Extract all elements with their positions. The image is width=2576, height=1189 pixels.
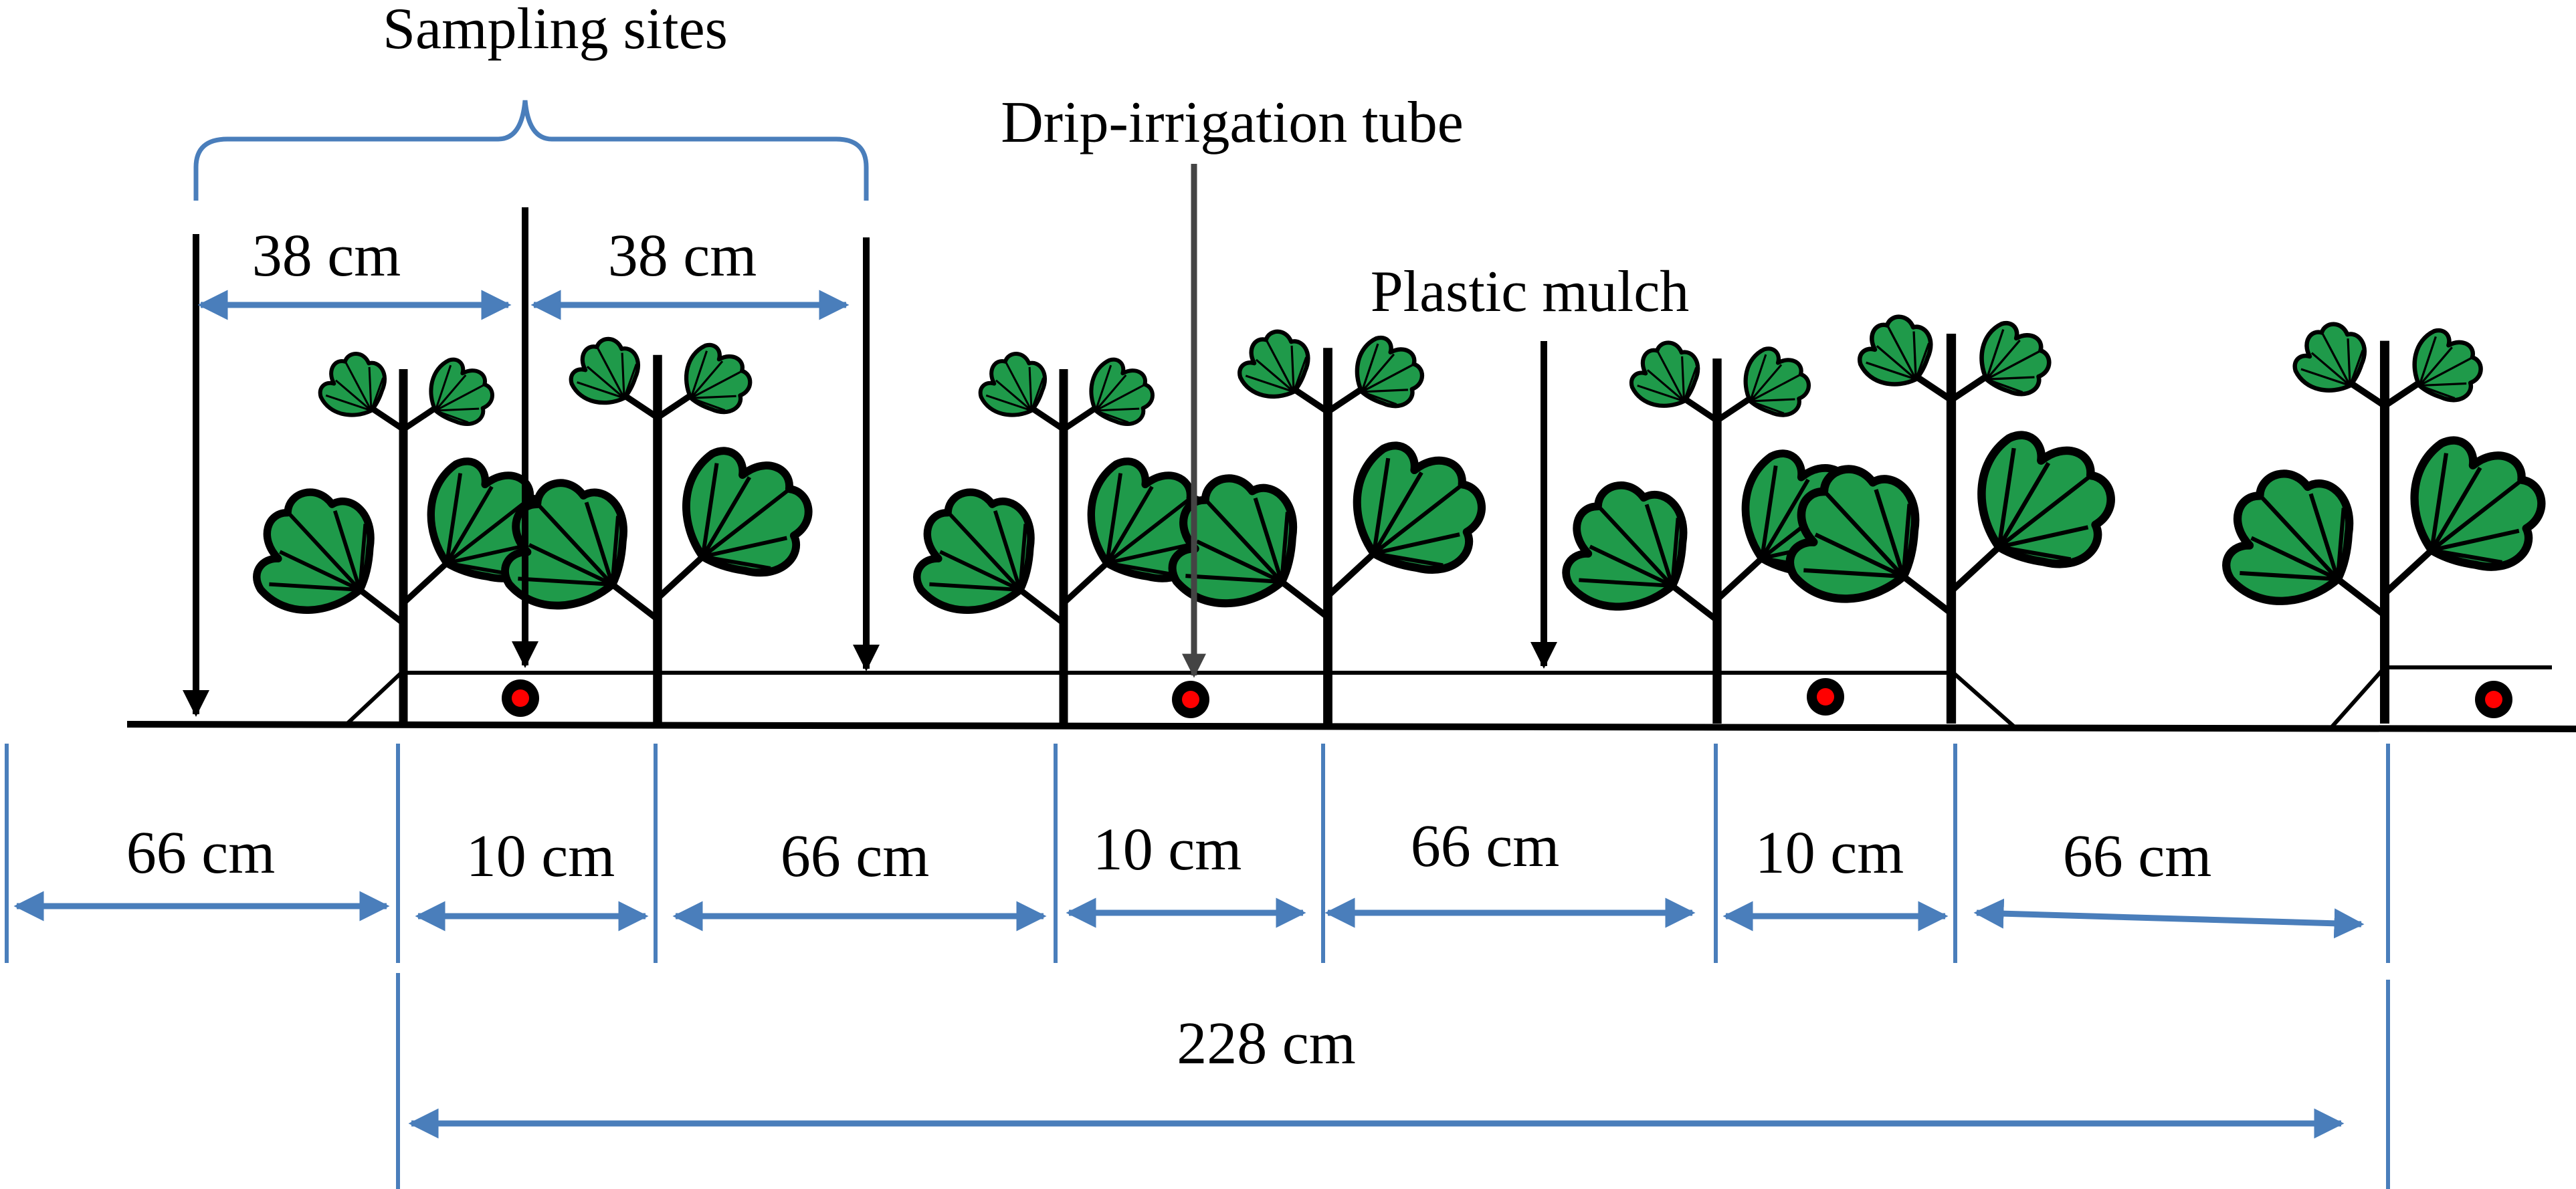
mulch-edge: [2329, 666, 2387, 729]
cotton-plant: [892, 343, 1230, 724]
drip-irrigation-tube-label: Drip-irrigation tube: [1001, 90, 1464, 155]
spacing-label: 38 cm: [252, 223, 401, 289]
row-spacing-label: 66 cm: [126, 820, 275, 886]
row-spacing-label: 10 cm: [1755, 820, 1904, 886]
row-spacing-label: 66 cm: [1411, 813, 1559, 879]
mulch-edge: [1952, 671, 2018, 731]
cotton-plant: [1147, 320, 1505, 724]
spacing-label: 38 cm: [608, 223, 757, 289]
sampling-sites-label: Sampling sites: [383, 0, 728, 62]
drip-emitter: [1807, 678, 1844, 716]
row-spacing-arrow: [1973, 898, 2365, 939]
mulch-edge: [344, 671, 403, 726]
ground-line: [126, 721, 2576, 732]
total-width-label: 228 cm: [1177, 1010, 1355, 1077]
plastic-mulch-label: Plastic mulch: [1371, 259, 1690, 324]
cotton-plant: [2200, 313, 2565, 724]
drip-emitter: [2475, 681, 2512, 718]
drip-emitter: [1172, 681, 1209, 718]
cotton-plant: [480, 328, 831, 724]
row-spacing-label: 66 cm: [2063, 823, 2211, 889]
row-spacing-label: 10 cm: [1093, 817, 1242, 883]
row-spacing-label: 66 cm: [781, 823, 929, 889]
sampling-sites-brace: [193, 100, 869, 201]
drip-emitter: [502, 679, 539, 717]
cotton-plant: [1763, 306, 2135, 724]
row-spacing-label: 10 cm: [466, 823, 615, 889]
